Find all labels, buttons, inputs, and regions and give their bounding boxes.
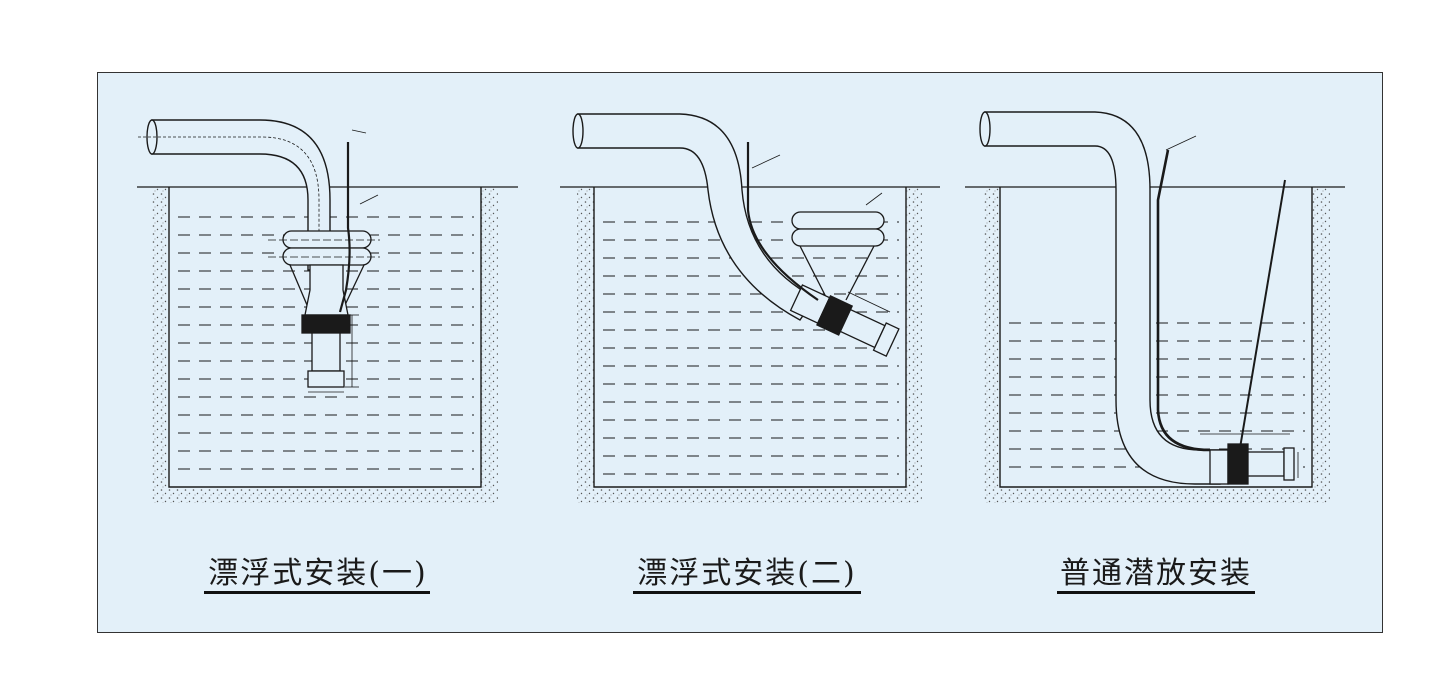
dimension-marks <box>1165 135 1299 478</box>
caption-underline-3 <box>1057 591 1255 594</box>
power-cable <box>338 142 351 313</box>
lifting-rope <box>1239 179 1286 449</box>
panel-3-standard-submerged-install <box>965 111 1345 503</box>
panel-2-floating-install-two <box>560 113 940 503</box>
float-rings <box>791 211 885 247</box>
panel-1-floating-install-one <box>137 119 518 503</box>
hose <box>979 111 1221 485</box>
tank <box>152 187 498 503</box>
hose <box>572 113 817 321</box>
dimension-marks <box>308 129 379 393</box>
caption-underline-1 <box>204 591 430 594</box>
tank <box>983 187 1330 503</box>
power-cable <box>746 142 819 301</box>
power-cable <box>1156 149 1211 452</box>
float-rings <box>268 230 380 266</box>
water-lines <box>603 221 899 475</box>
caption-panel-1: 漂浮式安装(一) <box>208 556 428 591</box>
dimension-marks <box>751 154 891 313</box>
pump <box>289 264 365 388</box>
caption-panel-2: 漂浮式安装(二) <box>637 556 857 591</box>
hose <box>138 119 331 271</box>
pump <box>1209 443 1295 485</box>
caption-underline-2 <box>633 591 861 594</box>
caption-panel-3: 普通潜放安装 <box>1060 556 1252 591</box>
tank <box>577 187 922 503</box>
pump <box>789 245 900 357</box>
